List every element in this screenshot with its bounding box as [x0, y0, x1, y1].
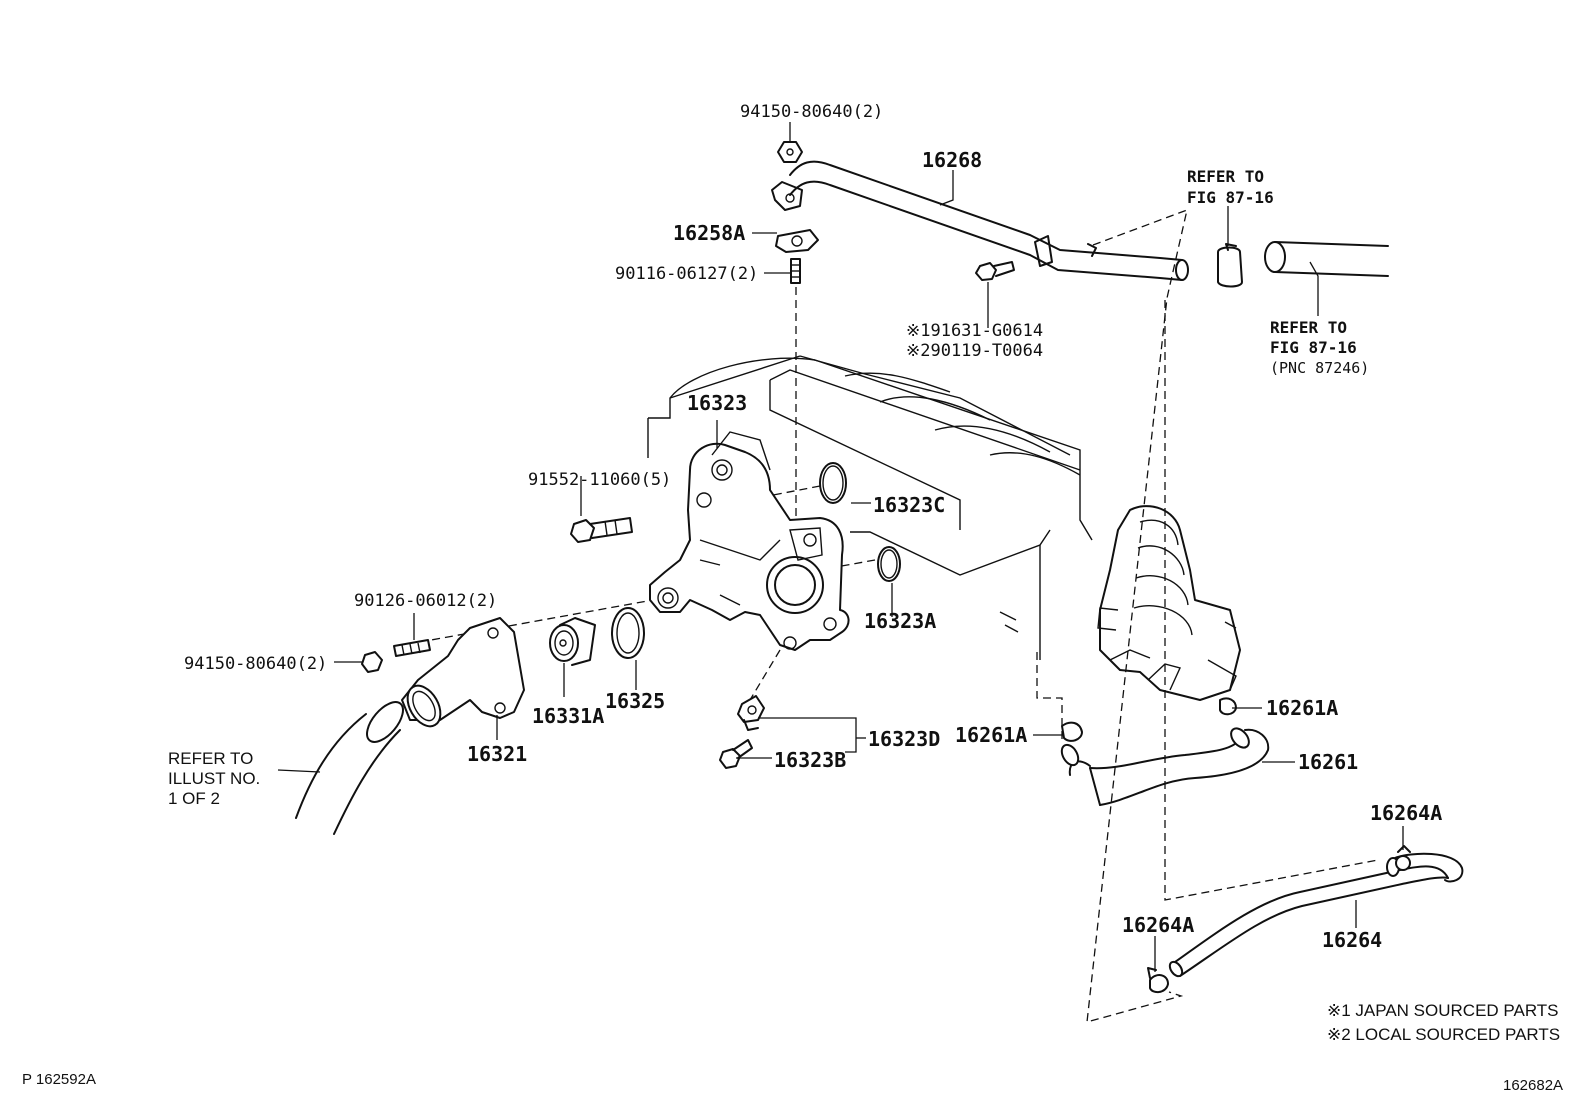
- label-16331a: 16331A: [532, 704, 604, 728]
- stud-icon: [790, 258, 801, 284]
- label-refer-left-3: 1 OF 2: [168, 789, 220, 808]
- legend-japan-sourced: ※1 JAPAN SOURCED PARTS: [1327, 1001, 1559, 1020]
- label-91552: 91552-11060(5): [528, 470, 671, 490]
- label-16264a-right: 16264A: [1370, 801, 1442, 825]
- hose-clamp-icon: [1147, 967, 1169, 994]
- hex-nut-icon: [361, 651, 383, 673]
- label-90126: 90126-06012(2): [354, 591, 497, 611]
- radiator-hose-right: [1264, 241, 1389, 277]
- o-ring-icon: [819, 462, 847, 504]
- label-16261a-right: 16261A: [1266, 696, 1338, 720]
- label-refer-right-2: FIG 87-16: [1270, 338, 1357, 357]
- hose-clamp-icon: [1219, 697, 1237, 716]
- bolt-icon: [570, 517, 633, 543]
- hose-clamp-icon: [1061, 721, 1083, 742]
- hex-nut-icon: [777, 141, 803, 163]
- coolant-hose-16264: [1168, 852, 1464, 978]
- hose-clamp-icon: [1217, 243, 1243, 288]
- water-inlet-16321: [401, 617, 525, 728]
- label-refer-top-1: REFER TO: [1187, 167, 1264, 186]
- figure-code-right: 162682A: [1503, 1077, 1563, 1094]
- water-inlet-housing-16323: [649, 431, 850, 651]
- water-bypass-pipe-16268: [771, 160, 1189, 281]
- label-16323d: 16323D: [868, 727, 940, 751]
- coolant-hose-16261: [1060, 727, 1270, 806]
- bolt-icon: [737, 695, 765, 731]
- gasket-icon: [611, 607, 645, 659]
- label-refer-right-1: REFER TO: [1270, 318, 1347, 337]
- legend-local-sourced: ※2 LOCAL SOURCED PARTS: [1327, 1025, 1560, 1044]
- label-16261a-left: 16261A: [955, 723, 1027, 747]
- throttle-body: [1097, 505, 1241, 701]
- label-16323c: 16323C: [873, 493, 945, 517]
- stud-icon: [393, 639, 431, 657]
- engine-block-outline: [647, 355, 1093, 660]
- label-94150-top: 94150-80640(2): [740, 102, 883, 122]
- label-16258a: 16258A: [673, 221, 745, 245]
- label-16264a-left: 16264A: [1122, 913, 1194, 937]
- leader-lines: [277, 122, 1404, 972]
- label-94150-left: 94150-80640(2): [184, 654, 327, 674]
- label-16323a: 16323A: [864, 609, 936, 633]
- label-note-290119: ※290119-T0064: [906, 341, 1043, 361]
- label-16261: 16261: [1298, 750, 1358, 774]
- label-refer-left-2: ILLUST NO.: [168, 769, 260, 788]
- label-16264: 16264: [1322, 928, 1382, 952]
- bolt-icon: [975, 261, 1015, 281]
- bolt-icon: [719, 739, 753, 769]
- label-note-191631: ※191631-G0614: [906, 321, 1043, 341]
- o-ring-icon: [877, 546, 901, 582]
- label-refer-top-2: FIG 87-16: [1187, 188, 1274, 207]
- label-90116: 90116-06127(2): [615, 264, 758, 284]
- thermostat-icon: [549, 617, 596, 666]
- label-16325: 16325: [605, 689, 665, 713]
- radiator-hose-left: [295, 701, 404, 835]
- label-16321: 16321: [467, 742, 527, 766]
- part-labels: 94150-80640(2) 16268 REFER TO FIG 87-16 …: [22, 102, 1563, 1094]
- label-refer-left-1: REFER TO: [168, 749, 253, 768]
- label-16268: 16268: [922, 148, 982, 172]
- label-16323b: 16323B: [774, 748, 846, 772]
- label-refer-right-3: (PNC 87246): [1270, 359, 1369, 377]
- hose-clamp-icon: [1395, 845, 1411, 871]
- label-16323: 16323: [687, 391, 747, 415]
- gasket-icon: [775, 229, 819, 253]
- figure-code-left: P 162592A: [22, 1071, 96, 1088]
